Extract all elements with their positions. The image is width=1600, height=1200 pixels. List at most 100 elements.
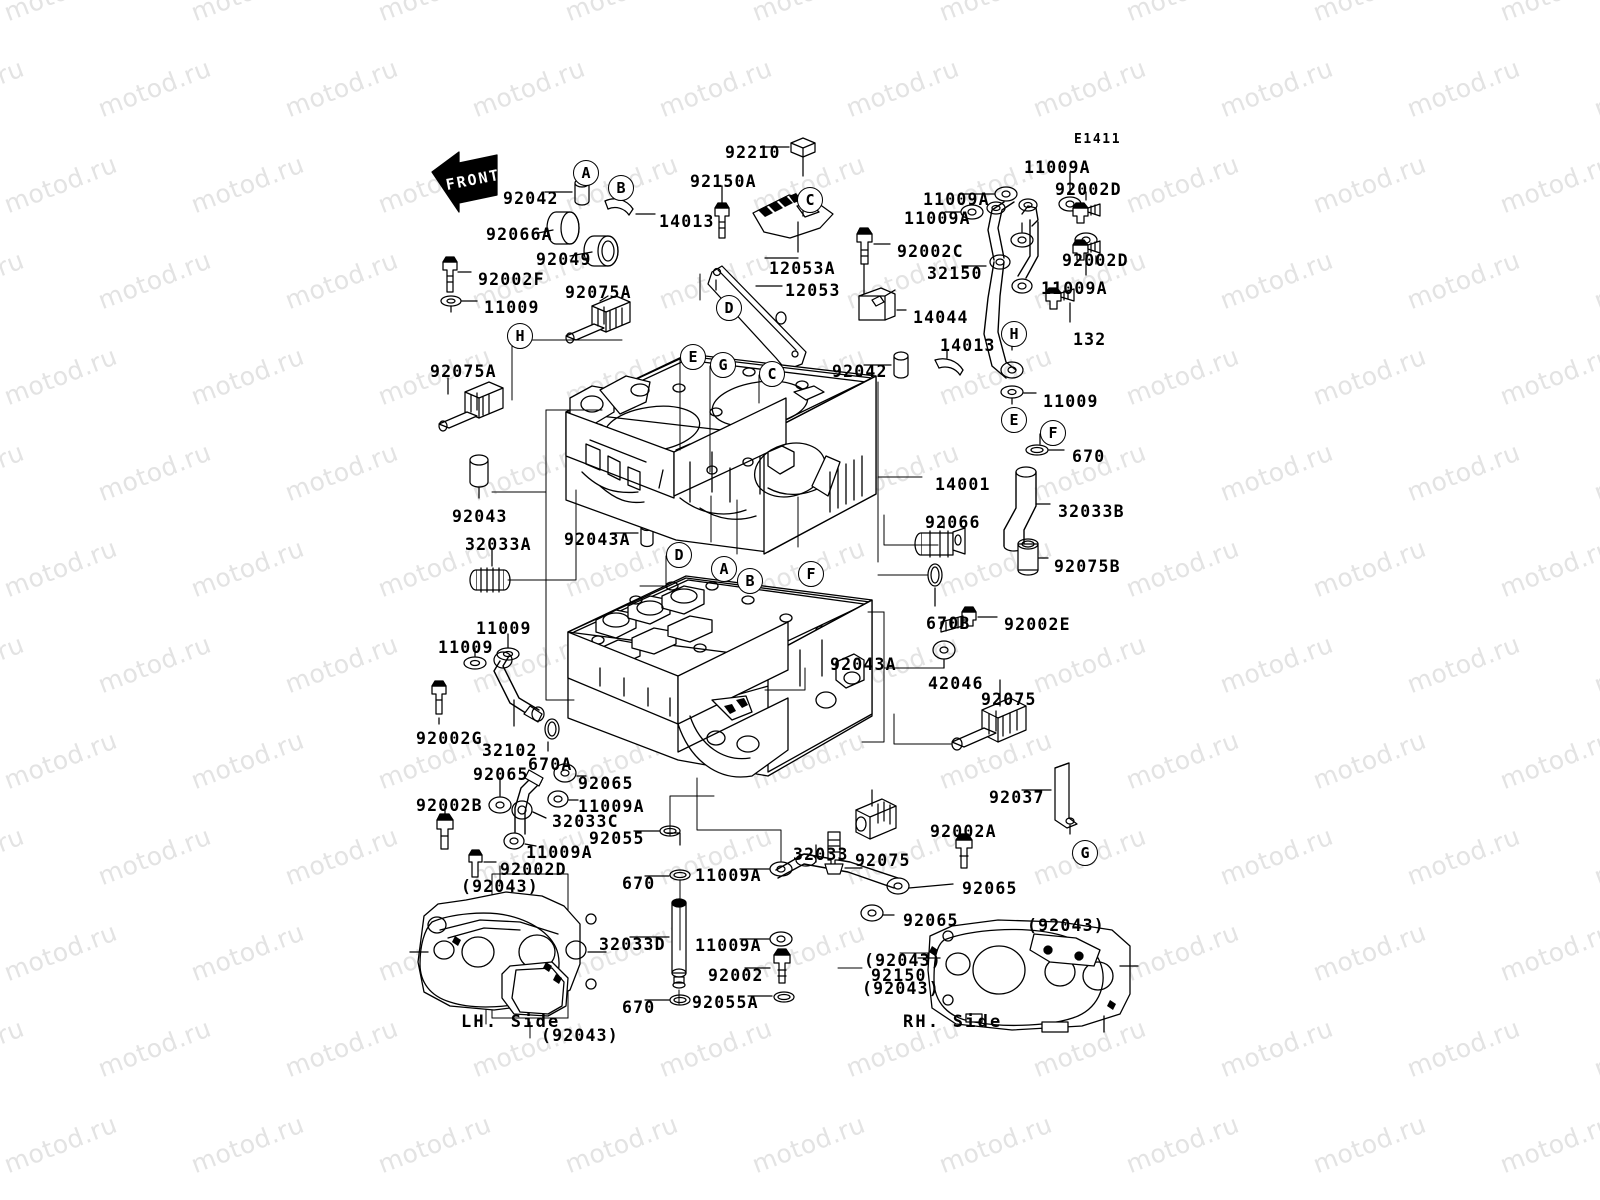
part-label-11009: 11009 [484, 298, 540, 317]
part-92210-nut [790, 137, 816, 158]
lh-side-label: LH. Side [461, 1012, 561, 1032]
part-label-11009A: 11009A [923, 190, 990, 209]
part-label-92002: 92002 [708, 966, 764, 985]
part-label-11009: 11009 [438, 638, 494, 657]
part-label-92002F: 92002F [478, 270, 545, 289]
part-92002G-bolt [431, 680, 447, 715]
part-92150-bolt-lower [824, 831, 844, 875]
part-label-12053: 12053 [785, 281, 841, 300]
part-32150-hose [983, 198, 1039, 379]
part-label-92065: 92065 [903, 911, 959, 930]
rh-side-cover [917, 919, 1139, 1033]
part-label-12053A: 12053A [769, 259, 836, 278]
part-11009A-washer-b [503, 832, 525, 850]
part-label-670B: 670B [926, 614, 971, 633]
part-670-oring-c [1025, 444, 1049, 456]
part-11009A-washer-d [769, 931, 793, 947]
part-92066A-plug [546, 211, 580, 245]
part-92075B-bushing [1017, 538, 1039, 576]
part-label-92043: (92043) [864, 951, 942, 970]
part-92065-washer-a [488, 796, 512, 814]
part-92002-bolt [773, 948, 791, 984]
part-92002D-bolt-a [1072, 202, 1101, 224]
callout-letter-e-13: E [1001, 407, 1027, 433]
part-label-92002B: 92002B [416, 796, 483, 815]
part-92066-fitting [914, 527, 966, 558]
part-32102-breather-pipe [493, 651, 545, 723]
part-92075A-damper-lower [438, 381, 504, 432]
part-label-92150: 92150 [871, 966, 927, 985]
part-32033D-tube [671, 898, 687, 989]
part-label-92002D: 92002D [1055, 180, 1122, 199]
part-14044-bracket [858, 287, 896, 321]
part-92065-washer-b [553, 763, 577, 783]
callout-letter-a-0: A [573, 160, 599, 186]
part-92002B-bolt [436, 813, 454, 850]
part-92075-damper-right [951, 697, 1027, 751]
part-label-92065: 92065 [578, 774, 634, 793]
part-label-670: 670 [622, 998, 656, 1017]
part-92037-clamp [1054, 762, 1078, 829]
part-label-92066: 92066 [925, 513, 981, 532]
part-label-32033: 32033 [793, 845, 849, 864]
part-label-92002E: 92002E [1004, 615, 1071, 634]
part-label-14013: 14013 [659, 212, 715, 231]
part-92042-dowel-right [893, 351, 909, 379]
part-670A-oring [544, 718, 560, 740]
part-label-11009A: 11009A [578, 797, 645, 816]
part-label-92002C: 92002C [897, 242, 964, 261]
callout-letter-f-14: F [1040, 420, 1066, 446]
diagram-code: E1411 [1074, 132, 1122, 147]
part-92049-oil-seal [583, 235, 619, 267]
part-32033A-fitting [469, 567, 511, 593]
part-label-32033A: 32033A [465, 535, 532, 554]
part-label-92002D: 92002D [500, 860, 567, 879]
part-label-92075: 92075 [855, 851, 911, 870]
callout-letter-e-5: E [680, 344, 706, 370]
part-label-14013: 14013 [940, 336, 996, 355]
callout-letter-b-1: B [608, 175, 634, 201]
part-132-bolt [1045, 287, 1075, 310]
part-label-670: 670 [622, 874, 656, 893]
callout-letter-h-12: H [1001, 321, 1027, 347]
part-label-92043: (92043) [541, 1026, 619, 1045]
callout-letter-c-7: C [759, 361, 785, 387]
callout-letter-b-10: B [737, 568, 763, 594]
part-11009-washer-b [463, 656, 487, 670]
part-label-670: 670 [1072, 447, 1106, 466]
part-label-92210: 92210 [725, 143, 781, 162]
part-label-92002G: 92002G [416, 729, 483, 748]
part-label-32033C: 32033C [552, 812, 619, 831]
part-label-92043A: 92043A [830, 655, 897, 674]
part-label-92065: 92065 [473, 765, 529, 784]
part-label-92037: 92037 [989, 788, 1045, 807]
part-14013-bearing-lower [934, 358, 964, 376]
part-11009A-washer-a [547, 790, 569, 808]
part-label-11009A: 11009A [526, 843, 593, 862]
rh-side-label: RH. Side [903, 1012, 1003, 1032]
part-label-92043: (92043) [1027, 916, 1105, 935]
callout-letter-a-9: A [711, 556, 737, 582]
part-label-11009A: 11009A [695, 866, 762, 885]
part-92075A-damper-upper [565, 295, 631, 344]
part-label-92043: 92043 [452, 507, 508, 526]
part-label-92066A: 92066A [486, 225, 553, 244]
part-label-92002D: 92002D [1062, 251, 1129, 270]
callout-letter-g-6: G [710, 352, 736, 378]
part-label-92043: (92043) [862, 979, 940, 998]
part-label-92049: 92049 [536, 250, 592, 269]
part-label-11009A: 11009A [904, 209, 971, 228]
part-92150A-bolt [714, 202, 730, 239]
part-label-11009: 11009 [1043, 392, 1099, 411]
part-label-32033B: 32033B [1058, 502, 1125, 521]
part-11009A-washer-h [1010, 232, 1034, 248]
part-label-92055: 92055 [589, 829, 645, 848]
callout-letter-f-11: F [798, 561, 824, 587]
part-92002C-bolt [856, 227, 873, 265]
part-92002E-bolt [940, 606, 977, 633]
part-670-oring-b [669, 994, 691, 1006]
part-label-14044: 14044 [913, 308, 969, 327]
